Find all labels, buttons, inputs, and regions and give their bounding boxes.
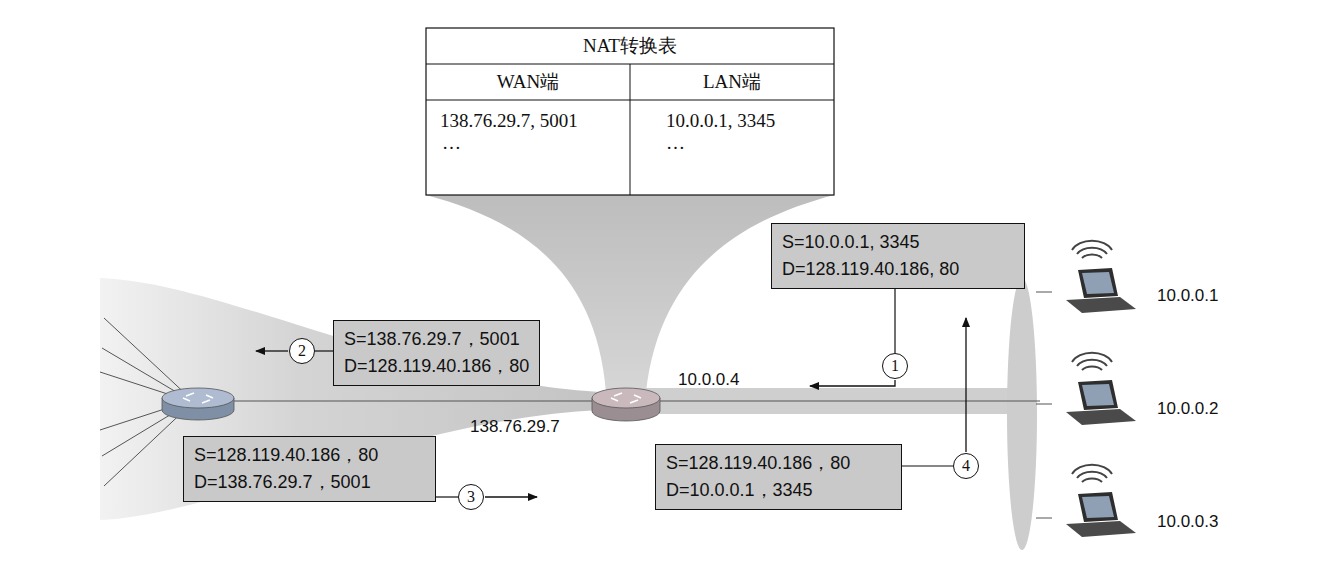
nat-table-frame xyxy=(426,28,834,195)
packet-box: S=10.0.0.1, 3345D=128.119.40.186, 80 xyxy=(771,223,1025,289)
leader-line xyxy=(894,289,895,353)
address-label: 10.0.0.1 xyxy=(1157,286,1218,306)
table-cell: NAT转换表 xyxy=(583,35,677,58)
leader-line xyxy=(902,465,953,466)
packet-field: S=138.76.29.7，5001 xyxy=(344,326,529,353)
address-label: 10.0.0.4 xyxy=(678,370,739,390)
packet-field: S=128.119.40.186，80 xyxy=(194,442,425,469)
packet-field: D=138.76.29.7，5001 xyxy=(194,469,425,496)
callout-circle: 4 xyxy=(953,453,979,479)
table-cell: LAN端 xyxy=(703,71,761,94)
nat-router-symbol xyxy=(592,388,660,421)
packet-field: D=10.0.0.1，3345 xyxy=(666,477,891,504)
router-symbol xyxy=(162,388,234,420)
table-cell: 138.76.29.7, 5001 xyxy=(440,110,578,133)
table-cell: 10.0.0.1, 3345 xyxy=(666,110,775,133)
address-label: 138.76.29.7 xyxy=(470,417,560,437)
callout-number: 4 xyxy=(962,458,970,474)
packet-field: D=128.119.40.186, 80 xyxy=(782,256,1014,283)
packet-box: S=128.119.40.186，80D=138.76.29.7，5001 xyxy=(183,436,436,502)
packet-field: D=128.119.40.186，80 xyxy=(344,353,529,380)
table-cell: … xyxy=(442,132,461,155)
leader-line xyxy=(315,350,333,351)
callout-number: 2 xyxy=(298,343,306,359)
internet-region xyxy=(100,278,600,520)
address-label: 10.0.0.2 xyxy=(1157,399,1218,419)
packet-field: S=10.0.0.1, 3345 xyxy=(782,229,1014,256)
callout-number: 1 xyxy=(891,358,899,374)
laptop-icon xyxy=(1066,353,1136,425)
callout-circle: 3 xyxy=(458,484,484,510)
lan-segment xyxy=(1007,278,1037,550)
callout-number: 3 xyxy=(467,489,475,505)
packet-field: S=128.119.40.186，80 xyxy=(666,450,891,477)
packet-box: S=138.76.29.7，5001D=128.119.40.186，80 xyxy=(333,320,540,386)
callout-circle: 1 xyxy=(882,353,908,379)
table-cell: … xyxy=(666,132,685,155)
callout-circle: 2 xyxy=(289,338,315,364)
table-cell: WAN端 xyxy=(497,71,559,94)
packet-box: S=128.119.40.186，80D=10.0.0.1，3345 xyxy=(655,444,902,510)
host-ticks xyxy=(1036,292,1052,518)
address-label: 10.0.0.3 xyxy=(1157,512,1218,532)
laptop-icon xyxy=(1066,465,1136,537)
leader-line xyxy=(436,496,458,497)
laptop-icon xyxy=(1066,241,1136,313)
